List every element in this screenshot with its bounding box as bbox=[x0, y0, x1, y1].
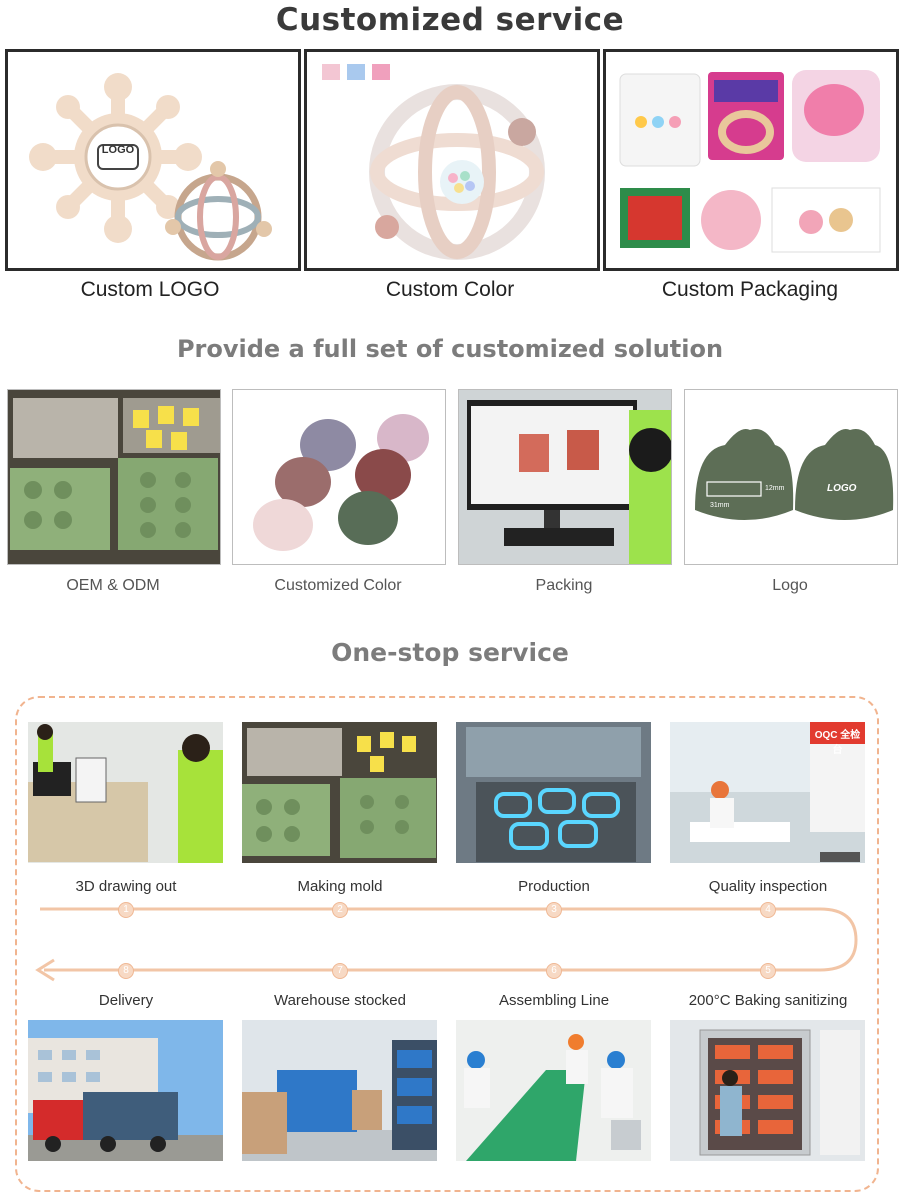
step-quality-inspection-photo: OQC 全检台 bbox=[670, 722, 865, 863]
color-swatch-blue bbox=[347, 64, 365, 80]
logo-lid-text: LOGO bbox=[827, 483, 857, 494]
logo-image: 31mm 12mm LOGO bbox=[684, 389, 898, 565]
logo-placeholder-text: LOGO bbox=[101, 144, 135, 156]
step-number-2: 2 bbox=[332, 902, 348, 918]
step-number-6: 6 bbox=[546, 963, 562, 979]
step-assembling-line-photo bbox=[456, 1020, 651, 1161]
section3-title: One-stop service bbox=[331, 638, 569, 667]
step-baking-sanitizing-photo bbox=[670, 1020, 865, 1161]
packing-caption: Packing bbox=[535, 577, 593, 594]
section1-title: Customized service bbox=[275, 2, 625, 38]
step-number-4: 4 bbox=[760, 902, 776, 918]
step-label-8: Delivery bbox=[98, 992, 154, 1009]
step-label-2: Making mold bbox=[297, 878, 383, 895]
step-number-7: 7 bbox=[332, 963, 348, 979]
color-swatch-rose bbox=[372, 64, 390, 80]
custom-color-image bbox=[304, 49, 600, 271]
step-making-mold-photo bbox=[242, 722, 437, 863]
step-delivery-photo bbox=[28, 1020, 223, 1161]
logo-dim-height: 12mm bbox=[765, 485, 785, 492]
process-flow-line bbox=[35, 907, 858, 982]
custom-logo-image: LOGO bbox=[5, 49, 301, 271]
step-number-5: 5 bbox=[760, 963, 776, 979]
custom-logo-caption: Custom LOGO bbox=[80, 278, 220, 301]
logo-dim-width: 31mm bbox=[710, 502, 730, 509]
step-label-6: Assembling Line bbox=[498, 992, 610, 1009]
oem-odm-image bbox=[7, 389, 221, 565]
step-label-1: 3D drawing out bbox=[75, 878, 177, 895]
step-label-4: Quality inspection bbox=[708, 878, 828, 895]
oem-odm-caption: OEM & ODM bbox=[66, 577, 160, 594]
section2-title: Provide a full set of customized solutio… bbox=[176, 335, 724, 363]
packing-image bbox=[458, 389, 672, 565]
customized-color-caption: Customized Color bbox=[274, 577, 402, 594]
step-3d-drawing-photo bbox=[28, 722, 223, 863]
customized-color-image bbox=[232, 389, 446, 565]
step-number-8: 8 bbox=[118, 963, 134, 979]
step-production-photo bbox=[456, 722, 651, 863]
step-number-3: 3 bbox=[546, 902, 562, 918]
step-label-5: 200°C Baking sanitizing bbox=[688, 992, 848, 1009]
one-stop-dashed-frame bbox=[15, 696, 879, 1192]
step-label-3: Production bbox=[518, 878, 590, 895]
logo-caption: Logo bbox=[772, 577, 808, 594]
step-label-7: Warehouse stocked bbox=[273, 992, 406, 1009]
color-swatch-pink bbox=[322, 64, 340, 80]
custom-color-caption: Custom Color bbox=[385, 278, 515, 301]
custom-packaging-image bbox=[603, 49, 899, 271]
step-number-1: 1 bbox=[118, 902, 134, 918]
step-warehouse-photo bbox=[242, 1020, 437, 1161]
custom-packaging-caption: Custom Packaging bbox=[661, 278, 839, 301]
oqc-sign-text: OQC 全检台 bbox=[814, 730, 861, 756]
